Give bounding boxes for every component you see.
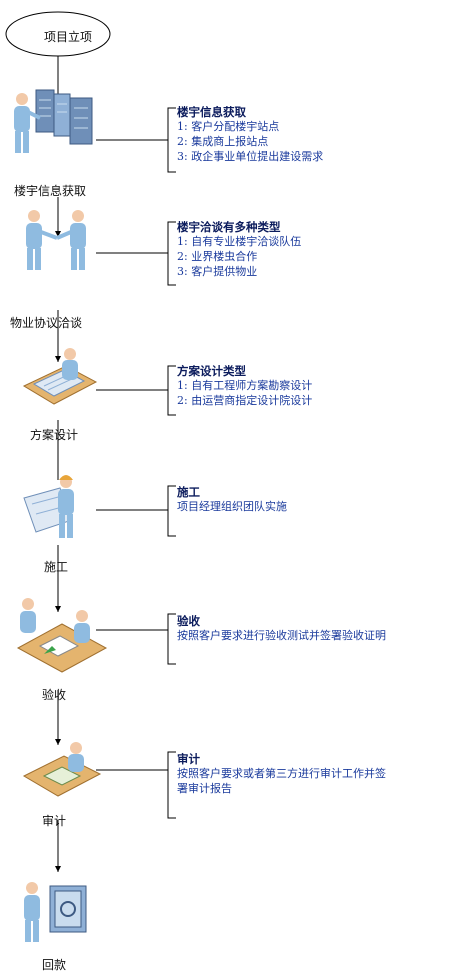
note-construction: 施工 项目经理组织团队实施 xyxy=(177,486,287,514)
note-line: 1: 客户分配楼宇站点 xyxy=(177,120,280,133)
note-design: 方案设计类型 1: 自有工程师方案勘察设计 2: 由运营商指定设计院设计 xyxy=(177,365,312,408)
construction-worker-icon xyxy=(23,475,74,538)
note-line: 署审计报告 xyxy=(177,782,232,795)
note-line: 2: 集成商上报站点 xyxy=(177,135,269,148)
stage-label-building-info: 楼宇信息获取 xyxy=(14,184,87,198)
note-line: 2: 业界楼虫合作 xyxy=(177,250,258,263)
note-title: 楼宇洽谈有多种类型 xyxy=(177,220,281,234)
note-line: 1: 自有专业楼宇洽谈队伍 xyxy=(177,235,302,248)
note-brackets xyxy=(96,107,176,819)
stage-label-property-negotiation: 物业协议洽谈 xyxy=(10,316,83,330)
note-line: 3: 政企事业单位提出建设需求 xyxy=(177,150,324,163)
note-building-info: 楼宇信息获取 1: 客户分配楼宇站点 2: 集成商上报站点 3: 政企事业单位提… xyxy=(177,106,323,164)
safe-person-icon xyxy=(24,882,87,942)
note-line: 项目经理组织团队实施 xyxy=(177,500,287,513)
note-title: 方案设计类型 xyxy=(177,364,246,378)
note-line: 按照客户要求或者第三方进行审计工作并签 xyxy=(177,767,386,780)
start-node-label: 项目立项 xyxy=(43,30,92,44)
note-line: 3: 客户提供物业 xyxy=(177,265,258,278)
note-line: 按照客户要求进行验收测试并签署验收证明 xyxy=(177,629,386,642)
stage-label-audit: 审计 xyxy=(42,814,67,828)
server-rack-person-icon xyxy=(14,89,93,153)
stage-label-payment: 回款 xyxy=(42,958,67,972)
stage-label-design: 方案设计 xyxy=(30,428,79,442)
note-title: 审计 xyxy=(177,752,200,766)
note-audit: 审计 按照客户要求或者第三方进行审计工作并签 署审计报告 xyxy=(177,753,386,796)
note-title: 验收 xyxy=(177,614,200,628)
note-title: 楼宇信息获取 xyxy=(177,105,246,119)
handshake-icon xyxy=(26,210,86,270)
stage-label-acceptance: 验收 xyxy=(42,688,67,702)
note-line: 2: 由运营商指定设计院设计 xyxy=(177,394,313,407)
designer-desk-icon xyxy=(22,348,98,405)
auditor-desk-icon xyxy=(22,742,102,797)
acceptance-meeting-icon xyxy=(16,598,108,673)
note-property-negotiation: 楼宇洽谈有多种类型 1: 自有专业楼宇洽谈队伍 2: 业界楼虫合作 3: 客户提… xyxy=(177,221,301,279)
note-title: 施工 xyxy=(177,485,200,499)
note-acceptance: 验收 按照客户要求进行验收测试并签署验收证明 xyxy=(177,615,386,643)
stage-label-construction: 施工 xyxy=(44,560,69,574)
note-line: 1: 自有工程师方案勘察设计 xyxy=(177,379,313,392)
